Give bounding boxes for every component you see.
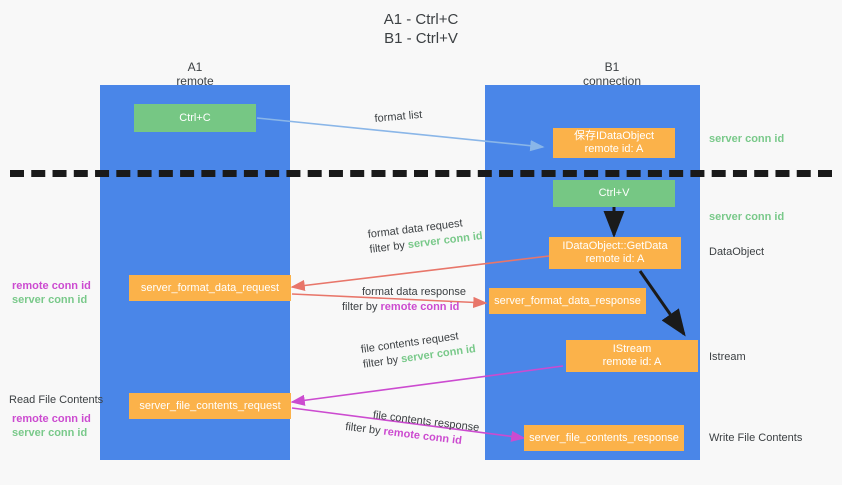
annotation-right-write-file-contents: Write File Contents [709,432,803,444]
annotation-right-server-conn-id-2: server conn id [709,211,785,223]
annotation-right-istream: Istream [709,351,746,363]
annotation-right-dataobject: DataObject [709,246,765,258]
annotation-left-remote-conn-id-1: remote conn id [12,280,91,292]
edge-label-format-data-response-title: format data response [362,286,466,298]
node-ctrl-v[interactable]: Ctrl+V [553,180,675,207]
page-title: A1 - Ctrl+C B1 - Ctrl+V [0,10,842,48]
node-idataobject-getdata[interactable]: IDataObject::GetData remote id: A [549,237,681,269]
node-server-file-contents-request-label: server_file_contents_request [139,399,281,412]
edge-label-format-data-request: format data request filter by server con… [367,214,484,258]
edge-label-format-data-response-filter: filter by remote conn id [338,300,466,315]
edge-label-format-list: format list [374,108,423,125]
filter-prefix: filter by [362,353,403,371]
column-a1-role: remote [176,74,214,88]
node-server-file-contents-request[interactable]: server_file_contents_request [129,393,291,419]
node-idataobject-getdata-line2: remote id: A [585,253,645,265]
node-istream[interactable]: IStream remote id: A [566,340,698,372]
annotation-left-server-conn-id-1: server conn id [12,294,88,306]
filter-prefix: filter by [342,301,381,313]
edge-label-file-contents-request: file contents request filter by server c… [360,327,477,373]
node-server-format-data-response-label: server_format_data_response [494,294,641,307]
node-server-file-contents-response[interactable]: server_file_contents_response [524,425,684,451]
annotation-left-remote-conn-id-2: remote conn id [12,413,91,425]
title-line-1: A1 - Ctrl+C [383,11,459,28]
node-ctrl-v-label: Ctrl+V [598,187,630,199]
column-a1-name: A1 [187,60,203,74]
column-b1-name: B1 [604,60,620,74]
node-server-file-contents-response-label: server_file_contents_response [529,431,679,444]
node-server-format-data-request[interactable]: server_format_data_request [129,275,291,301]
node-store-idataobject-line1: 保存IDataObject [573,130,655,142]
node-idataobject-getdata-line1: IDataObject::GetData [562,240,668,252]
node-store-idataobject-line2: remote id: A [584,143,644,155]
column-header-a1: A1 remote [100,60,290,88]
column-header-b1: B1 connection [517,60,707,88]
node-server-format-data-request-label: server_format_data_request [140,281,280,294]
phase-separator [10,170,832,177]
node-istream-line1: IStream [612,343,652,355]
node-server-format-data-response[interactable]: server_format_data_response [489,288,646,314]
filter-prefix: filter by [344,420,385,438]
column-b1-role: connection [582,74,642,88]
annotation-left-read-file-contents: Read File Contents [9,394,104,406]
annotation-left-server-conn-id-2: server conn id [12,427,88,439]
filter-key-remote-conn-id: remote conn id [380,301,460,313]
node-ctrl-c-label: Ctrl+C [179,111,211,124]
edge-label-file-contents-response: file contents response filter by remote … [344,405,480,451]
node-istream-line2: remote id: A [602,356,662,368]
filter-prefix: filter by [368,239,409,256]
node-ctrl-c[interactable]: Ctrl+C [134,104,256,132]
annotation-right-server-conn-id-1: server conn id [709,133,785,145]
node-store-idataobject[interactable]: 保存IDataObject remote id: A [553,128,675,158]
title-line-2: B1 - Ctrl+V [384,30,458,47]
edge-label-format-data-response: format data response filter by remote co… [338,285,466,315]
